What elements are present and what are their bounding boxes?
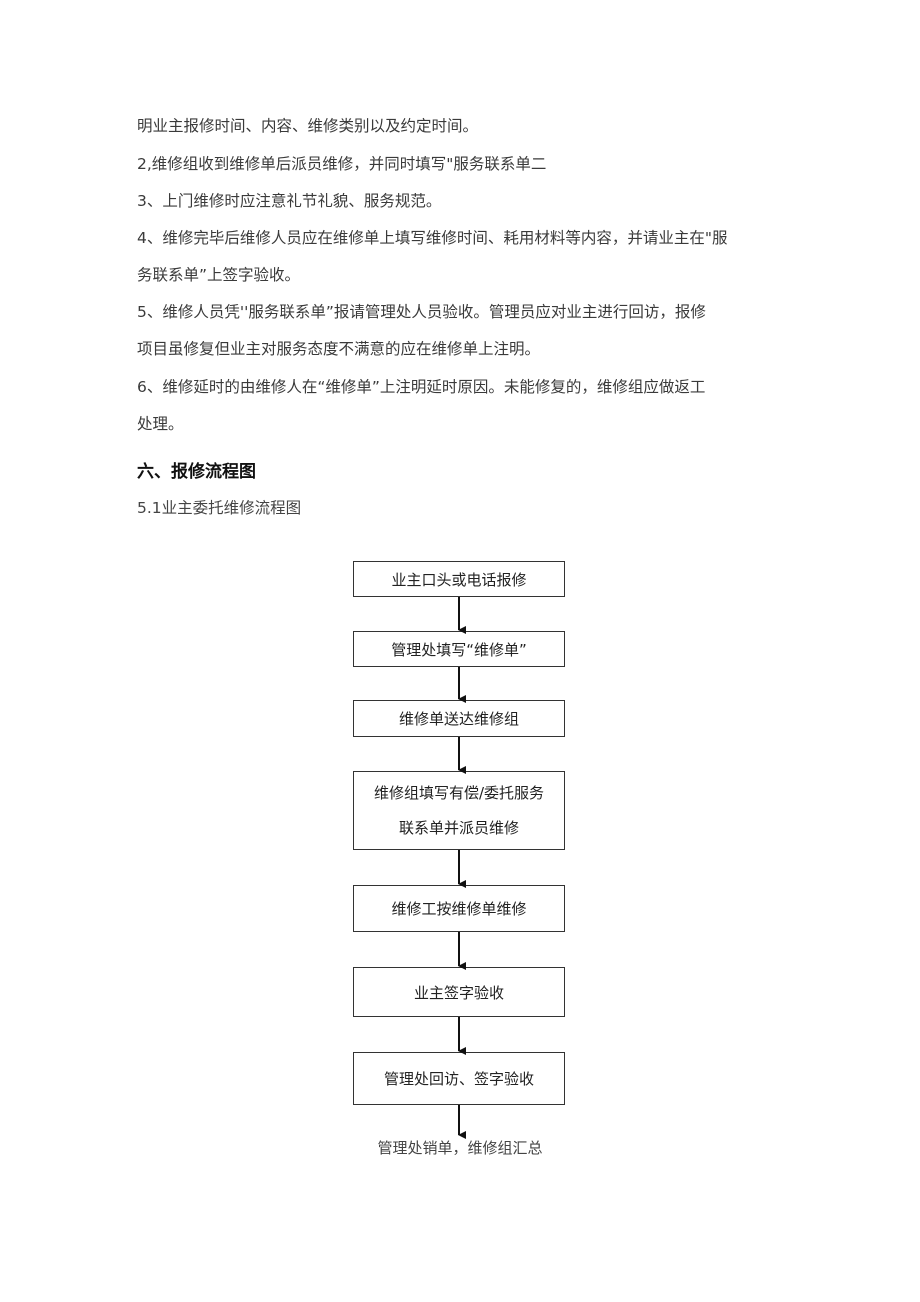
flow-step-text: 业主口头或电话报修 xyxy=(391,570,527,589)
flow-step-text: 管理处回访、签字验收 xyxy=(383,1070,534,1088)
flow-step-fill-form: 管理处填写“维修单” xyxy=(353,631,565,667)
section-heading: 六、报修流程图 xyxy=(137,462,256,482)
paragraph-line: 6、维修延时的由维修人在“维修单”上注明延时原因。未能修复的，维修组应做返工 xyxy=(137,378,706,396)
flow-step-followup: 管理处回访、签字验收 xyxy=(353,1052,565,1105)
flow-step-deliver: 维修单送达维修组 xyxy=(353,700,565,737)
flow-step-text: 管理处填写“维修单” xyxy=(391,640,527,659)
paragraph-line: 项目虽修复但业主对服务态度不满意的应在维修单上注明。 xyxy=(137,340,541,358)
flow-step-text: 业主签字验收 xyxy=(413,983,504,1002)
flowchart-title: 5.1业主委托维修流程图 xyxy=(137,499,302,517)
paragraph-line: 务联系单”上签字验收。 xyxy=(137,266,301,284)
flow-step-text: 联系单并派员维修 xyxy=(398,818,519,837)
flow-step-text: 维修单送达维修组 xyxy=(398,710,519,728)
paragraph-line: 处理。 xyxy=(137,415,184,433)
paragraph-line: 2,维修组收到维修单后派员维修，并同时填写"服务联系单二 xyxy=(137,155,547,173)
flow-step-text: 维修工按维修单维修 xyxy=(391,900,527,918)
flow-step-text: 维修组填写有偿/委托服务 xyxy=(373,783,545,802)
paragraph-line: 5、维修人员凭''服务联系单”报请管理处人员验收。管理员应对业主进行回访，报修 xyxy=(137,303,706,321)
flow-step-dispatch: 维修组填写有偿/委托服务 联系单并派员维修 xyxy=(353,771,565,850)
paragraph-line: 3、上门维修时应注意礼节礼貌、服务规范。 xyxy=(137,192,442,210)
flow-final-text: 管理处销单，维修组汇总 xyxy=(377,1139,543,1157)
flow-step-report: 业主口头或电话报修 xyxy=(353,561,565,597)
paragraph-line: 明业主报修时间、内容、维修类别以及约定时间。 xyxy=(137,117,479,135)
paragraph-line: 4、维修完毕后维修人员应在维修单上填写维修时间、耗用材料等内容，并请业主在"服 xyxy=(137,229,728,247)
flow-step-repair: 维修工按维修单维修 xyxy=(353,885,565,932)
flow-step-owner-sign: 业主签字验收 xyxy=(353,967,565,1017)
